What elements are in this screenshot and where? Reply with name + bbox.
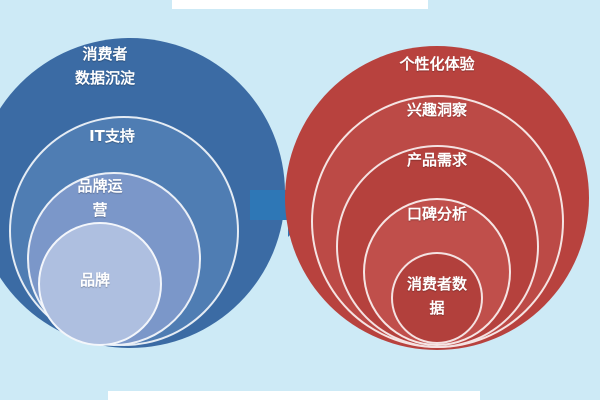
left-ring-4-label: 品牌 <box>79 271 110 289</box>
right-ring-4-label: 口碑分析 <box>406 205 467 223</box>
right-ring-3-label: 产品需求 <box>406 151 467 169</box>
white-band-top <box>172 0 428 9</box>
left-ring-2-label: IT支持 <box>89 127 135 145</box>
right-ring-2-label: 兴趣洞察 <box>406 101 467 119</box>
left-ring-1-label: 消费者 数据沉淀 <box>74 45 135 87</box>
right-ring-1-label: 个性化体验 <box>399 55 475 73</box>
left-ring-3-label: 品牌运 营 <box>77 177 123 219</box>
white-band-bottom <box>108 391 480 400</box>
left-ring-4-circle <box>38 222 162 346</box>
right-ring-5-label: 消费者数 据 <box>406 275 467 317</box>
arrow-shaft <box>250 190 288 220</box>
right-ring-5-circle <box>391 252 483 344</box>
